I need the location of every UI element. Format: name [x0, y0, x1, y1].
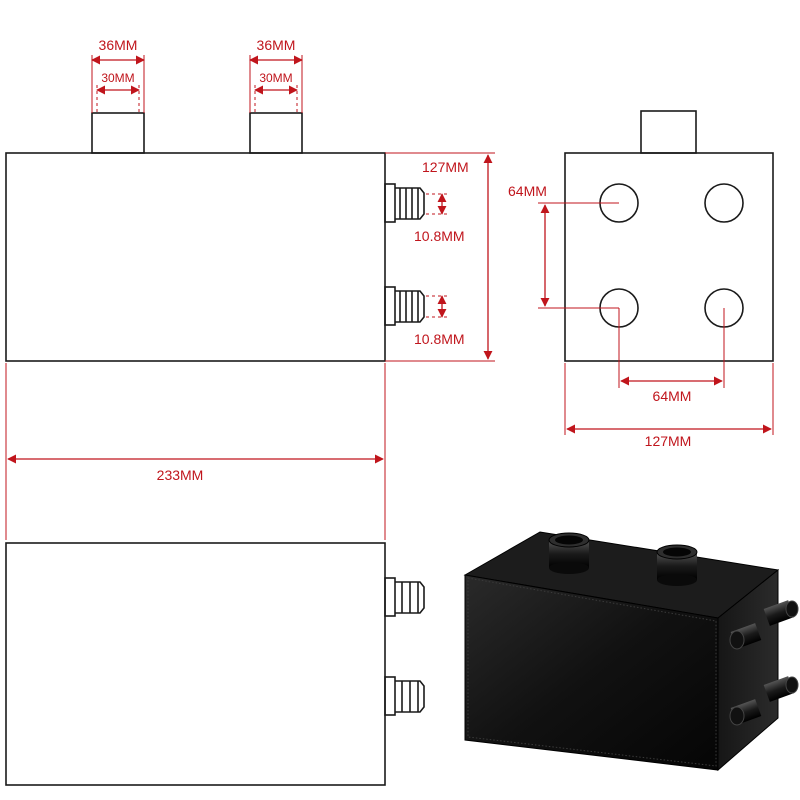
side-fitting-upper	[384, 183, 425, 223]
dim-label-127mm-height: 127MM	[422, 159, 469, 175]
dim-label-36mm-right: 36MM	[257, 37, 296, 53]
side-fitting-lower-bottom-view	[384, 676, 425, 716]
render-fitting-3	[729, 699, 762, 726]
render-top-port-left	[548, 532, 590, 574]
front-view-bottom	[5, 542, 425, 786]
tank-body-outline-bottom	[5, 542, 386, 786]
side-fitting-lower	[384, 286, 425, 326]
dim-label-10-8mm-upper: 10.8MM	[414, 228, 465, 244]
end-view: 64MM 64MM 127MM	[508, 110, 774, 449]
render-fitting-1	[729, 623, 762, 650]
dim-label-64mm-vertical: 64MM	[508, 183, 547, 199]
product-render	[463, 531, 799, 772]
side-fitting-upper-bottom-view	[384, 577, 425, 617]
dim-label-30mm-left: 30MM	[101, 71, 134, 85]
end-view-hole-top-right	[704, 183, 744, 223]
dim-label-36mm-left: 36MM	[99, 37, 138, 53]
render-fitting-4	[763, 676, 799, 702]
end-view-top-port	[640, 110, 697, 154]
dim-label-30mm-right: 30MM	[259, 71, 292, 85]
top-port-left	[91, 112, 145, 154]
dim-label-64mm-horizontal: 64MM	[653, 388, 692, 404]
dim-label-127mm-width: 127MM	[645, 433, 692, 449]
render-fitting-2	[763, 600, 799, 626]
end-view-outline	[564, 152, 774, 362]
front-view-top: 36MM 30MM 36MM 30MM 10.8MM 10.8MM 127MM …	[5, 37, 495, 540]
dim-label-10-8mm-lower: 10.8MM	[414, 331, 465, 347]
dim-label-233mm-length: 233MM	[157, 467, 204, 483]
tank-body-outline	[5, 152, 386, 362]
top-port-right	[249, 112, 303, 154]
render-top-port-right	[656, 544, 698, 586]
